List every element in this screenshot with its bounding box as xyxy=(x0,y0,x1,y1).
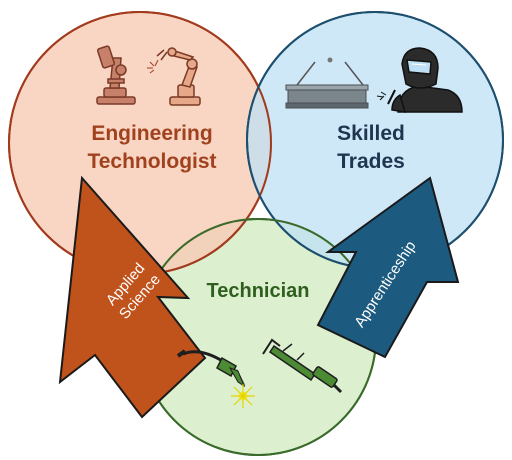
welding-torch-icon xyxy=(176,349,246,388)
skilled-trades-label-line2: Trades xyxy=(337,150,405,173)
steel-beam-icon xyxy=(285,57,369,109)
robot-spark-icon xyxy=(147,59,159,74)
robot-arm-icon xyxy=(156,47,201,106)
applied-science-arrow xyxy=(58,175,207,419)
microscope-icon xyxy=(96,45,136,105)
technician-label: Technician xyxy=(207,280,310,302)
engineering-label-line2: Technologist xyxy=(87,150,216,173)
apprenticeship-arrow xyxy=(316,176,460,359)
spark-icon xyxy=(231,384,255,408)
skilled-trades-label-line1: Skilled xyxy=(337,122,405,145)
welder-icon xyxy=(376,47,463,113)
cutting-torch-icon xyxy=(262,338,343,394)
engineering-label-line1: Engineering xyxy=(91,122,212,145)
